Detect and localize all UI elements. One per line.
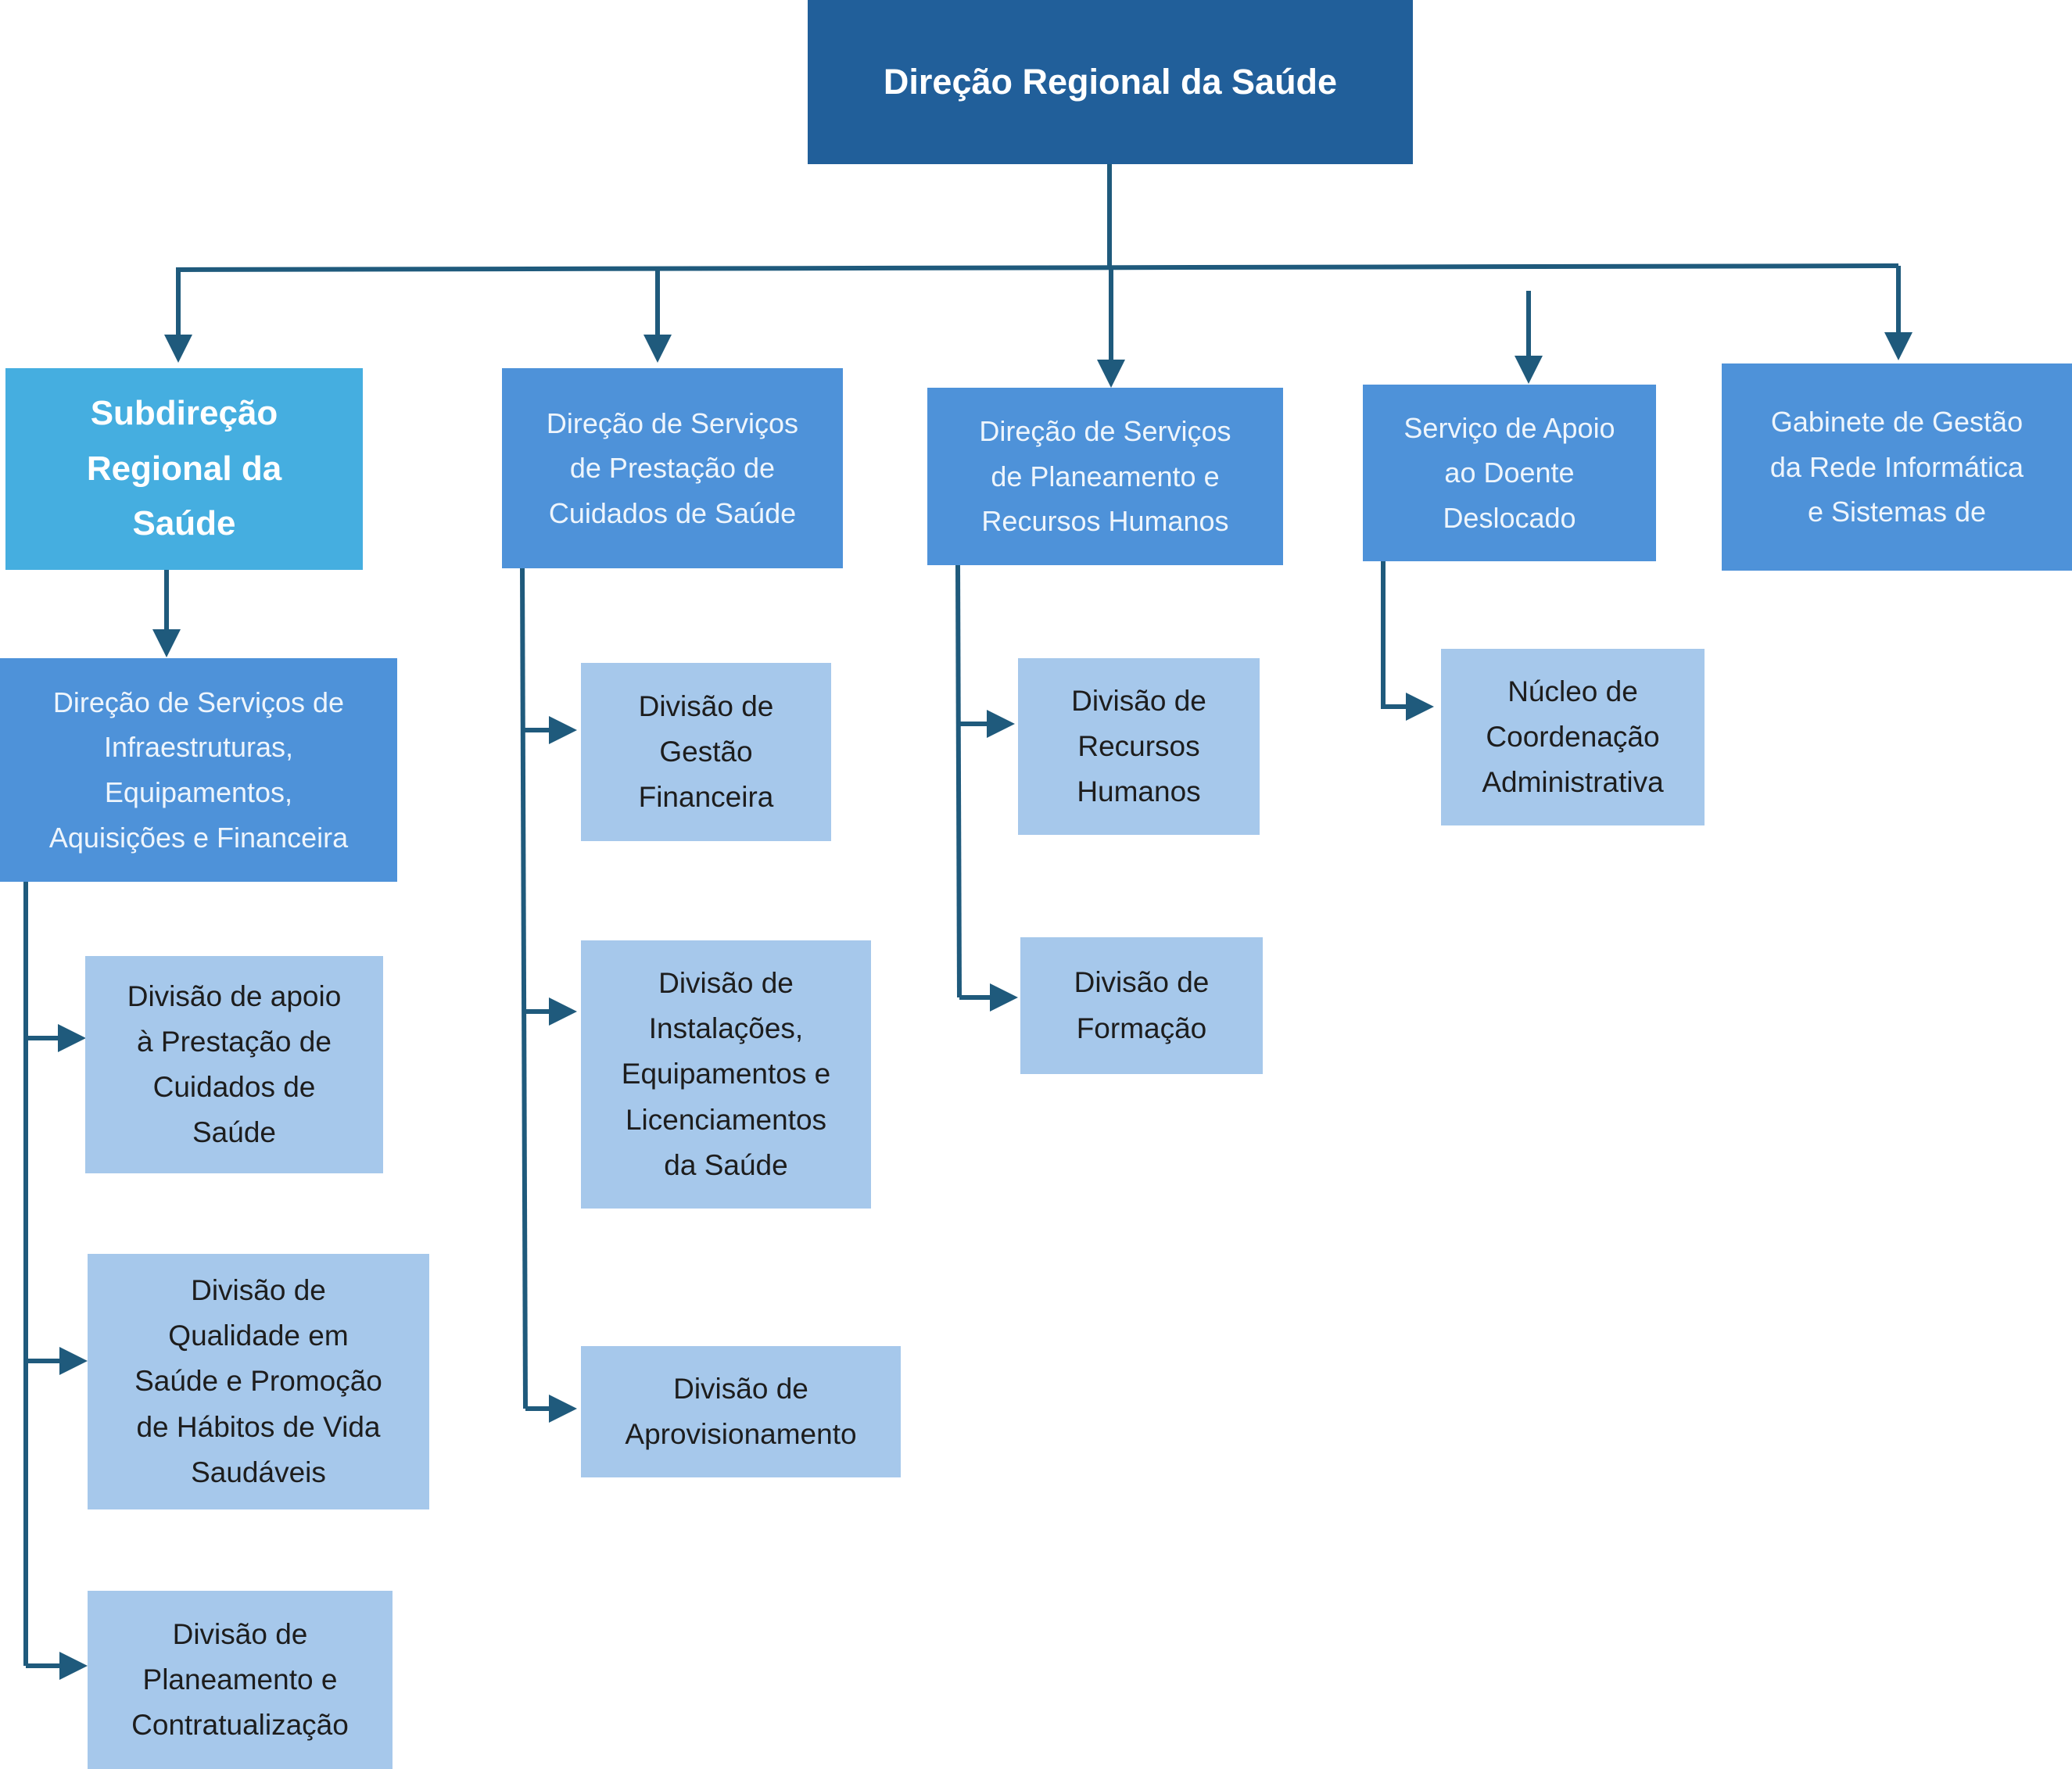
node-div-qualidade-saude-label: Divisão de Qualidade em Saúde e Promoção… — [134, 1274, 382, 1488]
node-div-apoio-prestacao-label: Divisão de apoio à Prestação de Cuidados… — [127, 979, 342, 1149]
node-div-gestao-financeira: Divisão de Gestão Financeira — [581, 663, 831, 841]
node-direcao-regional-label: Direção Regional da Saúde — [883, 61, 1338, 102]
node-nucleo-coordenacao-label: Núcleo de Coordenação Administrativa — [1482, 675, 1664, 799]
node-div-gestao-financeira-label: Divisão de Gestão Financeira — [638, 689, 774, 814]
node-div-planeamento-contratualizacao: Divisão de Planeamento e Contratualizaçã… — [88, 1591, 393, 1769]
node-ds-prestacao-cuidados: Direção de Serviços de Prestação de Cuid… — [502, 368, 843, 568]
node-nucleo-coordenacao: Núcleo de Coordenação Administrativa — [1441, 649, 1705, 825]
node-ds-infraestruturas: Direção de Serviços de Infraestruturas, … — [0, 658, 397, 882]
connector-prestacao-spine — [520, 567, 528, 1409]
node-div-planeamento-contratualizacao-label: Divisão de Planeamento e Contratualizaçã… — [131, 1617, 349, 1742]
arrow-to-nucleo — [1381, 561, 1434, 721]
node-div-qualidade-saude: Divisão de Qualidade em Saúde e Promoção… — [88, 1254, 429, 1509]
node-gabinete-rede-informatica: Gabinete de Gestão da Rede Informática e… — [1722, 363, 2072, 571]
node-div-instalacoes-label: Divisão de Instalações, Equipamentos e L… — [621, 967, 831, 1181]
node-ds-planeamento-rh: Direção de Serviços de Planeamento e Rec… — [927, 388, 1283, 565]
node-direcao-regional: Direção Regional da Saúde — [808, 0, 1413, 164]
node-div-aprovisionamento-label: Divisão de Aprovisionamento — [625, 1372, 857, 1450]
node-ds-infraestruturas-label: Direção de Serviços de Infraestruturas, … — [48, 686, 349, 854]
node-div-formacao: Divisão de Formação — [1020, 937, 1263, 1074]
node-div-formacao-label: Divisão de Formação — [1074, 966, 1210, 1044]
node-ds-prestacao-cuidados-label: Direção de Serviços de Prestação de Cuid… — [546, 406, 799, 529]
connector-bus — [175, 263, 1899, 272]
connector-planeamento-spine — [955, 564, 962, 998]
node-subdirecao-regional-label: Subdireção Regional da Saúde — [86, 394, 282, 543]
node-servico-apoio-doente: Serviço de Apoio ao Doente Deslocado — [1363, 385, 1656, 561]
node-div-aprovisionamento: Divisão de Aprovisionamento — [581, 1346, 901, 1477]
node-div-apoio-prestacao: Divisão de apoio à Prestação de Cuidados… — [85, 956, 383, 1173]
node-div-recursos-humanos: Divisão de Recursos Humanos — [1018, 658, 1260, 835]
node-subdirecao-regional: Subdireção Regional da Saúde — [5, 368, 363, 570]
node-gabinete-rede-informatica-label: Gabinete de Gestão da Rede Informática e… — [1769, 406, 2024, 528]
node-servico-apoio-doente-label: Serviço de Apoio ao Doente Deslocado — [1403, 411, 1615, 534]
node-div-recursos-humanos-label: Divisão de Recursos Humanos — [1071, 684, 1206, 808]
node-ds-planeamento-rh-label: Direção de Serviços de Planeamento e Rec… — [979, 415, 1231, 538]
node-div-instalacoes: Divisão de Instalações, Equipamentos e L… — [581, 940, 871, 1209]
